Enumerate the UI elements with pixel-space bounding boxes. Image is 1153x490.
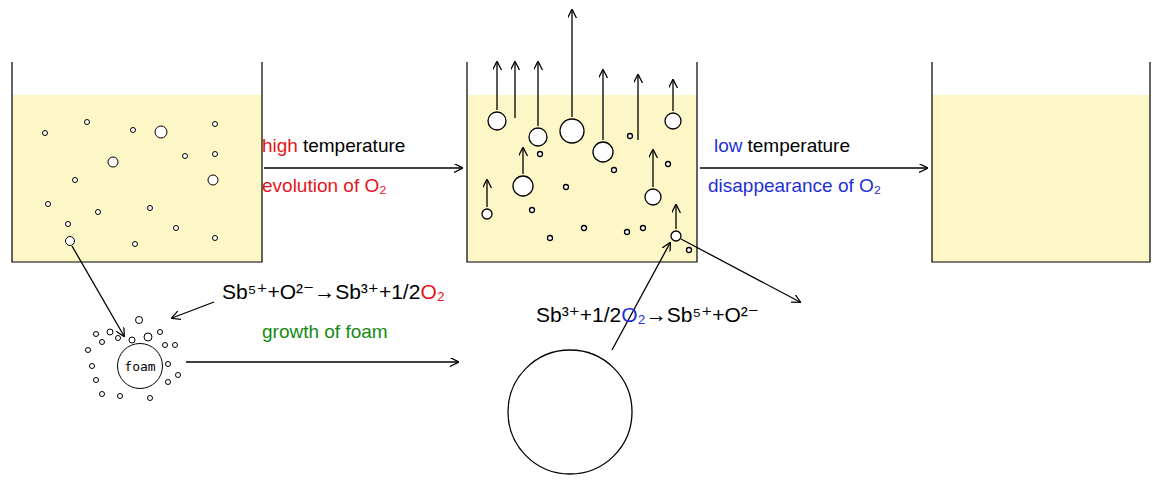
foam-bubble: foam — [117, 343, 163, 389]
melt — [12, 95, 262, 262]
beaker — [12, 62, 262, 262]
beaker — [467, 62, 697, 262]
rising-bubbles — [482, 112, 692, 253]
rise-arrows — [487, 10, 676, 229]
annotation-label: disappearance of O₂ — [708, 176, 881, 197]
annotation-label: temperature — [748, 136, 850, 157]
annotation-label: →Sb⁵⁺+O²⁻ — [646, 303, 759, 326]
annotation-label: evolution of O₂ — [262, 176, 387, 197]
grown-foam — [508, 350, 632, 474]
bubbles — [43, 120, 219, 247]
oxygen-bubbles — [86, 317, 181, 401]
annotation-label: growth of foam — [262, 322, 388, 343]
annotation-label: Sb⁵⁺+O²⁻→Sb³⁺+1/2 — [222, 280, 420, 303]
annotation-label: temperature — [303, 136, 405, 157]
annotation-label: O₂ — [621, 303, 646, 326]
melt — [467, 95, 697, 262]
process-arrows — [72, 168, 927, 362]
melt — [932, 95, 1150, 262]
annotation-label: Sb³⁺+1/2 — [536, 303, 621, 326]
node-label: foam — [124, 359, 155, 374]
annotation-label: low — [714, 136, 743, 157]
beaker — [932, 62, 1150, 262]
annotation-label: high — [262, 136, 298, 157]
annotation-label: O₂ — [420, 280, 445, 303]
